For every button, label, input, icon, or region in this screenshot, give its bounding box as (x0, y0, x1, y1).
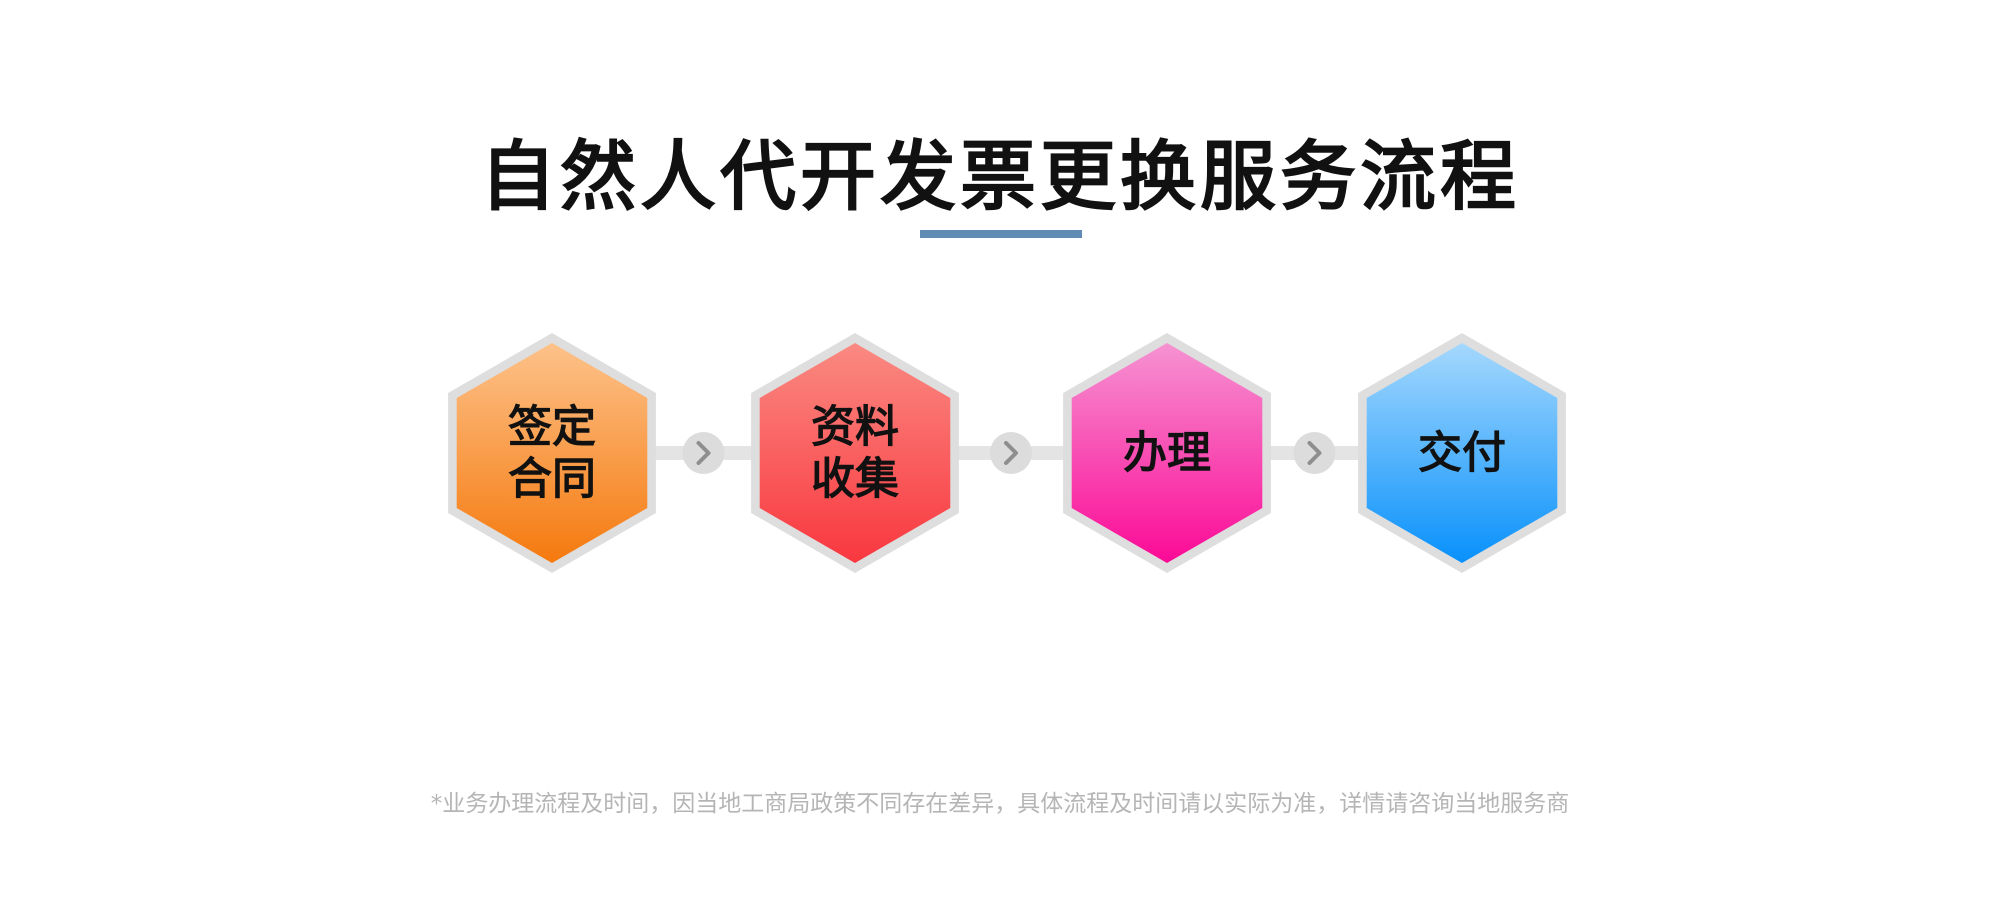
page-title: 自然人代开发票更换服务流程 (480, 132, 1520, 221)
chevron-right-icon (1004, 441, 1018, 465)
chevron-right-icon (1307, 441, 1322, 465)
step-label: 收集 (811, 454, 899, 505)
step-label: 签定 (508, 402, 596, 453)
connector-2 (954, 432, 1068, 474)
connector-circle (682, 432, 725, 474)
hexagon-fill (759, 343, 951, 563)
step-3: 办理 (1063, 333, 1271, 573)
step-label: 交付 (1418, 428, 1506, 479)
connector-circle (1293, 432, 1336, 474)
title-underline (920, 230, 1082, 238)
hexagon-fill (1366, 343, 1558, 563)
hexagon-fill (456, 343, 648, 563)
chevron-right-icon (696, 441, 711, 465)
step-label: 资料 (811, 402, 899, 453)
connector-3 (1266, 432, 1363, 474)
step-label: 合同 (508, 454, 596, 505)
hexagon-fill (1071, 343, 1263, 563)
connector-circle (990, 432, 1032, 474)
step-4: 交付 (1358, 333, 1566, 573)
step-label: 办理 (1123, 428, 1211, 479)
connector-1 (651, 432, 756, 474)
connectors (651, 432, 1363, 474)
footnote: *业务办理流程及时间，因当地工商局政策不同存在差异，具体流程及时间请以实际为准，… (430, 791, 1570, 817)
process-steps: 签定合同资料收集办理交付 (448, 333, 1566, 573)
